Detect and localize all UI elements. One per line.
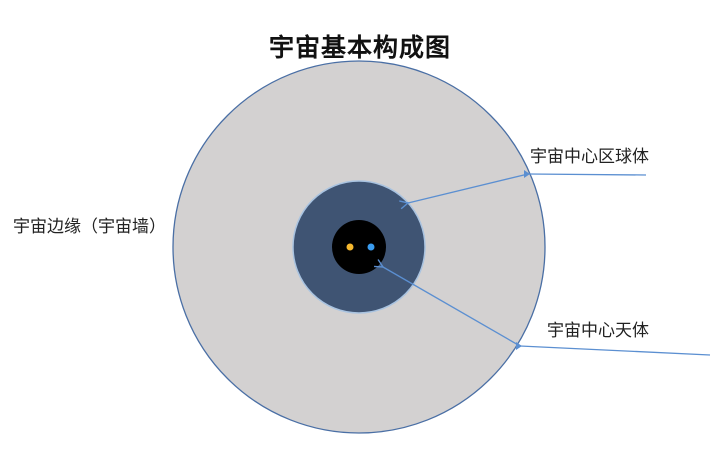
arrow-to-central-bodies xyxy=(383,267,711,356)
diagram-title: 宇宙基本构成图 xyxy=(268,33,451,62)
yellow-body-dot xyxy=(346,243,354,251)
label-universe-edge: 宇宙边缘（宇宙墙） xyxy=(13,217,166,237)
blue-body-dot xyxy=(367,243,375,251)
label-central-bodies: 宇宙中心天体 xyxy=(547,321,649,341)
arrow-to-central-sphere xyxy=(408,170,647,203)
central-core-circle xyxy=(332,220,386,274)
label-central-sphere: 宇宙中心区球体 xyxy=(530,147,649,167)
